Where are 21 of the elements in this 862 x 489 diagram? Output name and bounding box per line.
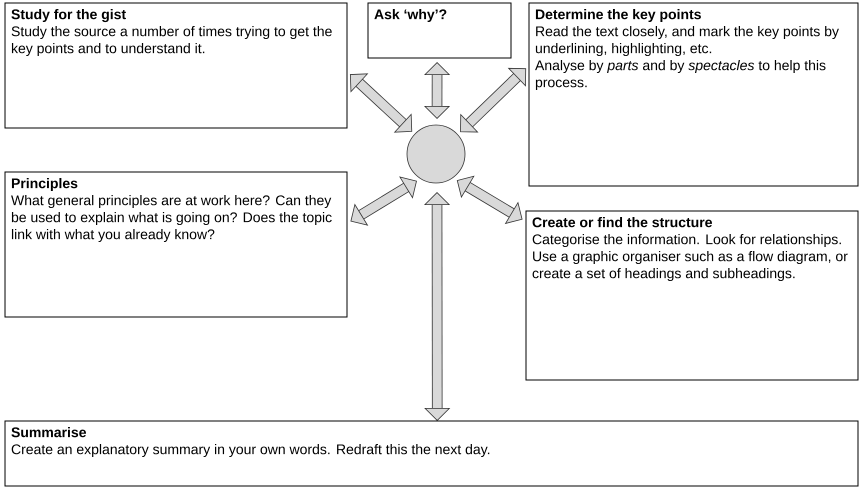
box-text: What general principles are at work here? Can they be used to explain what is going on? Does the topic link with what you already know? (11, 195, 332, 242)
text-box (4, 2, 348, 128)
double-arrow (350, 73, 412, 133)
box-text: Study the source a number of times trying to get the key points and to understand it. (12, 26, 332, 56)
text-box (4, 172, 348, 318)
box-heading: Summarise (11, 427, 86, 438)
box-text: Create an explanatory summary in your own words. Redraft this the next day. (12, 444, 490, 458)
text-box (528, 2, 858, 186)
circle (406, 124, 466, 184)
box-heading: Ask ‘why’? (374, 9, 446, 22)
box-text: Analyse by parts and by spectacles to help this process. (535, 60, 826, 90)
text-box (4, 420, 858, 486)
box-heading: Study for the gist (11, 9, 126, 22)
box-text: Read the text closely, and mark the key points by underlining, highlighting, etc. (536, 26, 839, 56)
box-heading: Determine the key points (536, 9, 701, 22)
box-heading: Create or find the structure (532, 217, 712, 228)
double-arrow (460, 68, 526, 132)
box-text: Categorise the information. Look for relationships. Use a graphic organiser such as a flow diagram, or create a set of headings and subheadings. (532, 234, 848, 282)
box-heading: Principles (12, 178, 78, 192)
text-box (526, 210, 858, 380)
text-box (368, 2, 512, 58)
